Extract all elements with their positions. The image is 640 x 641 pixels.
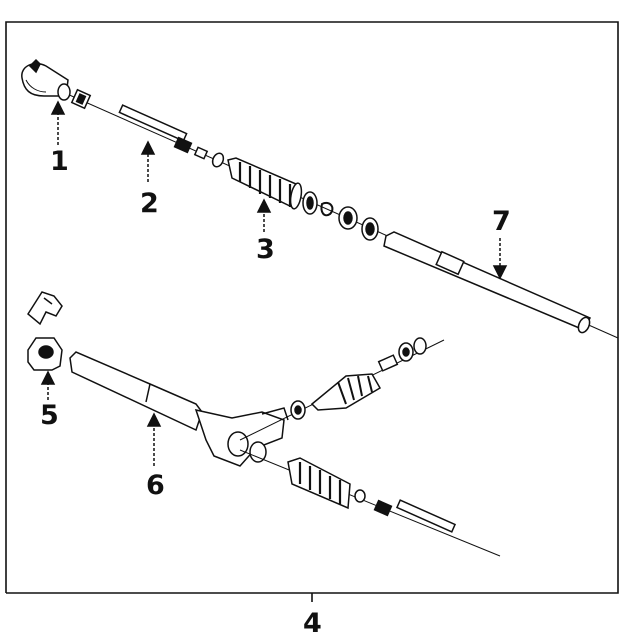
gear-housing-part — [69, 351, 289, 467]
lower-boot-part — [287, 457, 351, 510]
lower-tie-rod-part — [354, 489, 457, 533]
callout-6: 6 — [146, 470, 165, 501]
callout-1: 1 — [50, 146, 69, 177]
rack-tube-part — [383, 231, 592, 334]
pinion-stack-part — [290, 337, 427, 420]
inner-tie-rod-part — [118, 104, 209, 160]
upper-assembly — [21, 58, 619, 339]
lock-ring-part — [211, 152, 225, 168]
callout-arrows — [40, 100, 508, 466]
dust-boot-part — [227, 157, 303, 210]
mounting-bracket-part — [27, 291, 63, 326]
callout-4: 4 — [303, 608, 322, 639]
seal-ring-part — [361, 217, 379, 241]
lower-assembly — [27, 291, 501, 557]
callout-3: 3 — [256, 234, 275, 265]
callout-2: 2 — [140, 188, 159, 219]
assembly-frame — [5, 21, 619, 594]
mount-bushing-part — [27, 337, 63, 371]
callout-5: 5 — [40, 400, 59, 431]
callout-7: 7 — [492, 206, 511, 237]
tie-rod-end-part — [21, 58, 71, 101]
lower-centerline-lower — [239, 449, 501, 557]
bearing-part — [338, 206, 358, 230]
jam-nut-part — [70, 88, 92, 110]
clip-part — [320, 202, 334, 217]
